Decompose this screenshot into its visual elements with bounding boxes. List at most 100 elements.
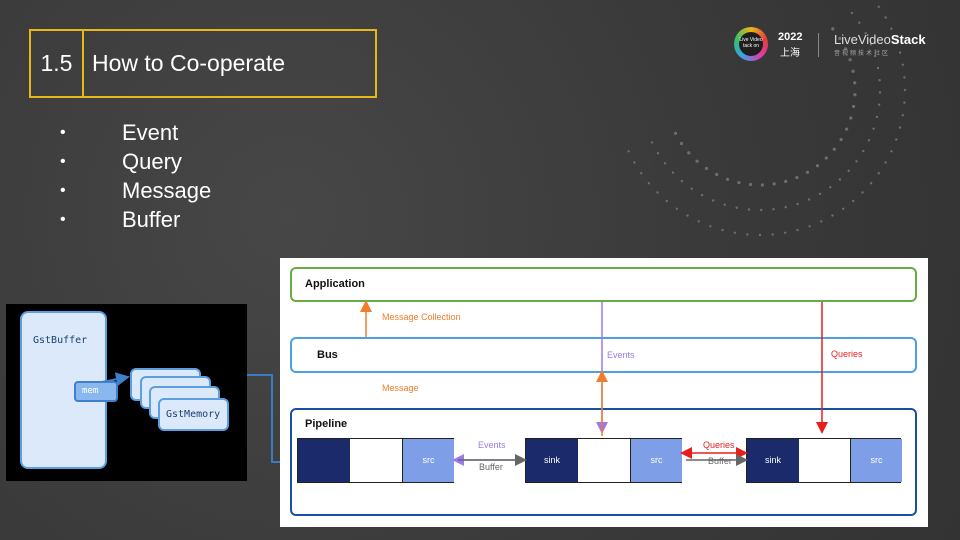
- decorative-dot: [875, 115, 879, 119]
- gstmemory-label: GstMemory: [166, 409, 221, 420]
- pipeline-diagram: Application Bus Pipeline src sink src si…: [280, 258, 928, 527]
- message-collection-label: Message Collection: [382, 312, 461, 322]
- logo-divider: [818, 33, 819, 57]
- sink-element: sink src: [746, 438, 902, 483]
- decorative-dot: [878, 79, 881, 82]
- decorative-dot: [796, 202, 799, 206]
- bullet-dot-icon: •: [60, 153, 66, 170]
- source-src-pad: src: [402, 439, 454, 482]
- decorative-dot: [772, 208, 775, 211]
- memory-diagram-panel: GstBuffer mem GstMemory: [6, 304, 247, 481]
- decorative-dot: [784, 179, 788, 183]
- decorative-dot: [650, 141, 654, 144]
- decorative-dot: [679, 141, 684, 146]
- decorative-dot: [746, 233, 749, 236]
- decorative-dot: [747, 208, 751, 211]
- decorative-dot: [673, 131, 678, 135]
- bullet-dot-icon: •: [60, 124, 66, 141]
- bullet-dot-icon: •: [60, 182, 66, 199]
- middle-src-pad: src: [630, 439, 682, 482]
- decorative-dot: [898, 51, 902, 54]
- bus-label: Bus: [317, 349, 338, 361]
- decorative-dot: [869, 182, 873, 185]
- sink-element-center: [799, 439, 850, 482]
- middle-sink-pad: sink: [526, 439, 578, 482]
- decorative-dot: [808, 225, 811, 228]
- middle-element-center: [578, 439, 630, 482]
- decorative-dot: [721, 228, 724, 232]
- bullet-dot-icon: •: [60, 211, 66, 228]
- decorative-dot: [704, 166, 709, 171]
- decorative-dot: [695, 159, 699, 163]
- title-box: 1.5 How to Co-operate: [29, 29, 377, 98]
- decorative-dot: [737, 181, 741, 185]
- final-src-pad: src: [850, 439, 902, 482]
- decorative-dot: [760, 183, 765, 187]
- decorative-dot: [884, 161, 887, 164]
- decorative-dot: [832, 147, 836, 151]
- decorative-dot: [877, 103, 881, 106]
- queries-label: Queries: [831, 349, 863, 359]
- decorative-dot: [784, 206, 787, 209]
- gstmemory-card-front: GstMemory: [158, 398, 229, 431]
- decorative-dot: [903, 88, 907, 92]
- source-element-body: [298, 439, 350, 482]
- decorative-dot: [748, 182, 753, 187]
- decorative-dot: [852, 104, 856, 109]
- middle-element: sink src: [525, 438, 682, 483]
- decorative-dot: [839, 137, 843, 142]
- decorative-dot: [845, 127, 849, 131]
- decorative-dot: [829, 186, 832, 189]
- decorative-dot: [712, 199, 715, 202]
- decorative-dot: [861, 191, 864, 194]
- decorative-dot: [844, 47, 848, 51]
- gstbuffer-label: GstBuffer: [33, 335, 88, 346]
- decorative-dot: [903, 101, 906, 104]
- slide-title: How to Co-operate: [92, 50, 286, 76]
- pipeline-box: [290, 408, 917, 516]
- bullet-item: •Message: [60, 176, 211, 205]
- decorative-dot: [872, 127, 875, 130]
- decorative-dot: [849, 116, 853, 120]
- decorative-dot: [867, 139, 871, 142]
- decorative-dot: [686, 214, 689, 217]
- decorative-dot: [723, 203, 726, 206]
- decorative-dot: [901, 63, 904, 66]
- decorative-dot: [842, 207, 845, 210]
- decorative-dot: [850, 11, 854, 15]
- decorative-dot: [680, 179, 684, 183]
- section-number: 1.5: [31, 31, 84, 96]
- decorative-dot: [869, 43, 873, 46]
- events-link-label: Events: [478, 440, 506, 450]
- decorative-dot: [795, 175, 799, 180]
- decorative-dot: [663, 162, 667, 165]
- decorative-dot: [877, 5, 880, 8]
- decorative-dot: [847, 169, 850, 172]
- decorative-dot: [772, 182, 776, 186]
- mem-box: mem: [74, 381, 118, 402]
- decorative-dot: [898, 126, 902, 129]
- decorative-dot: [690, 187, 693, 190]
- decorative-dot: [735, 206, 738, 209]
- decorative-dot: [903, 76, 906, 79]
- decorative-dot: [796, 228, 799, 232]
- decorative-dot: [853, 93, 857, 97]
- logo-badge-text: Live Video tack on: [739, 32, 763, 56]
- message-label: Message: [382, 383, 419, 393]
- bullet-item: •Event: [60, 118, 211, 147]
- decorative-dot: [858, 21, 861, 24]
- gstbuffer-box: GstBuffer mem: [20, 311, 118, 469]
- decorative-dot: [855, 160, 858, 163]
- decorative-dot: [784, 231, 787, 234]
- decorative-dot: [725, 177, 730, 181]
- logo-brand: LiveVideoStack: [834, 32, 926, 47]
- decorative-dot: [771, 233, 774, 236]
- decorative-dot: [633, 161, 636, 164]
- decorative-dot: [760, 208, 763, 212]
- decorative-dot: [848, 58, 852, 62]
- decorative-dot: [687, 151, 691, 155]
- logo-badge-icon: Live Video tack on: [734, 27, 768, 61]
- decorative-dot: [877, 172, 880, 175]
- decorative-dot: [700, 193, 704, 197]
- decorative-dot: [838, 36, 842, 41]
